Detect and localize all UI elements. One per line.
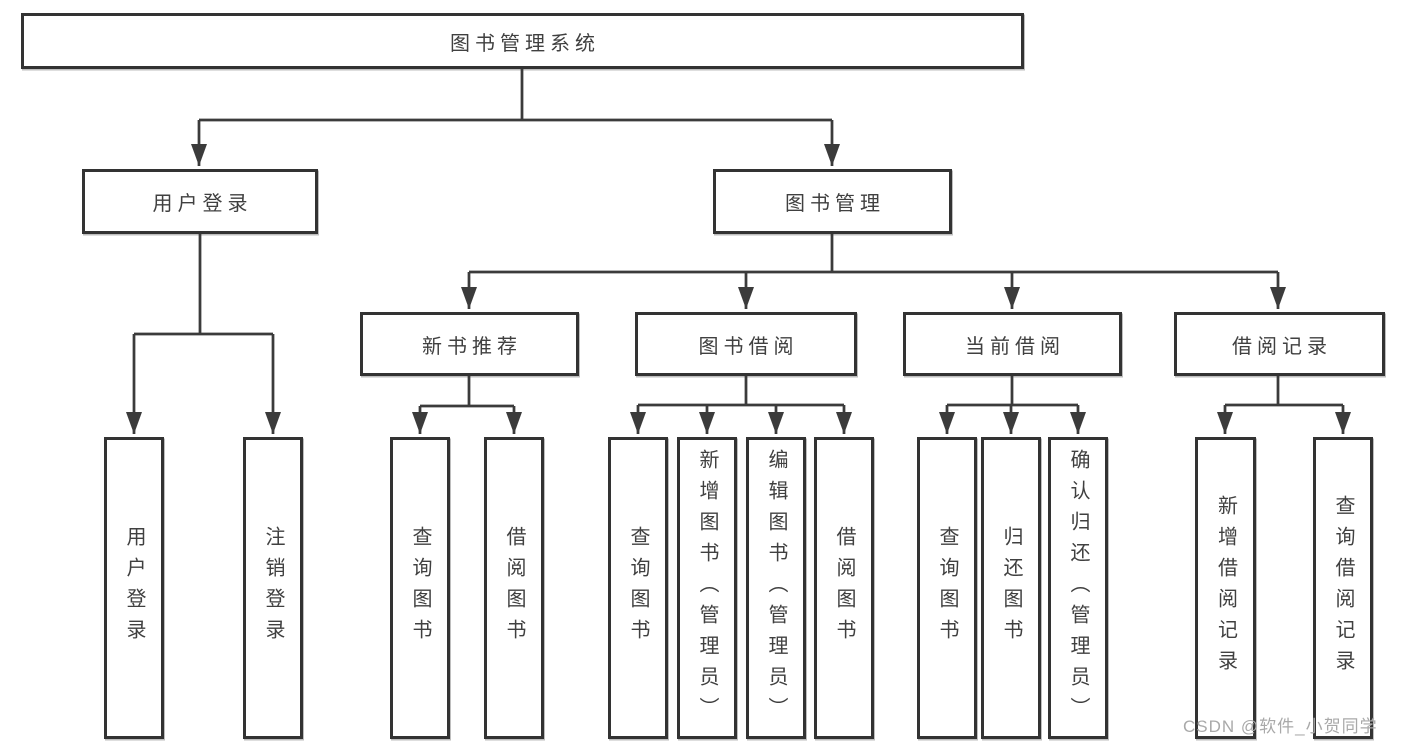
connector-trunk [469,234,1278,274]
node-leaf-logout: 注销登录 [243,437,303,739]
node-leaf-borrow-borrow: 借阅图书 [814,437,874,739]
node-label: 用户登录 [123,526,145,650]
node-leaf-records-add: 新增借阅记录 [1195,437,1256,739]
connector-trunk [638,376,844,407]
node-book-mgmt: 图书管理 [713,169,952,234]
node-leaf-borrow-add: 新增图书（管理员） [677,437,737,739]
node-leaf-current-confirm: 确认归还（管理员） [1048,437,1108,739]
node-new-books: 新书推荐 [360,312,579,376]
csdn-watermark: CSDN @软件_小贺同学 [1183,717,1378,736]
node-label: 图书借阅 [698,335,799,358]
node-label: 图书管理系统 [450,32,600,55]
node-label: 新增借阅记录 [1214,495,1237,681]
node-leaf-current-return: 归还图书 [981,437,1041,739]
node-borrow-records: 借阅记录 [1174,312,1385,376]
node-leaf-borrow-edit: 编辑图书（管理员） [746,437,806,739]
node-label: 查询借阅记录 [1332,495,1354,681]
connector-trunk [1225,376,1343,407]
node-leaf-newbooks-borrow: 借阅图书 [484,437,544,739]
connector-records-children [1217,376,1351,434]
node-label: 查询图书 [936,526,958,650]
node-label: 图书管理 [785,193,885,215]
node-label: 新书推荐 [422,335,522,358]
node-root-system: 图书管理系统 [21,13,1024,69]
node-leaf-newbooks-query: 查询图书 [390,437,450,739]
node-current-borrow: 当前借阅 [903,312,1122,376]
connector-current-children [939,376,1086,434]
connector-user-login-children [126,234,281,434]
node-book-borrow: 图书借阅 [635,312,857,376]
node-leaf-borrow-query: 查询图书 [608,437,668,739]
node-label: 借阅记录 [1232,335,1332,358]
connector-borrow-children [630,376,852,434]
node-label: 编辑图书（管理员） [765,448,787,728]
node-label: 确认归还（管理员） [1067,448,1089,728]
node-label: 借阅图书 [503,526,525,650]
node-label: 查询图书 [409,526,431,650]
node-label: 用户登录 [152,193,253,215]
node-label: 注销登录 [262,526,284,650]
node-label: 查询图书 [627,526,649,650]
node-label: 新增图书（管理员） [696,448,718,728]
node-leaf-current-query: 查询图书 [917,437,977,739]
node-leaf-login: 用户登录 [104,437,164,739]
connector-root-to-level2 [191,69,840,166]
node-label: 借阅图书 [833,526,855,650]
connector-trunk [420,376,514,408]
connector-book-mgmt-children [461,234,1286,309]
connector-trunk [947,376,1078,407]
node-user-login: 用户登录 [82,169,318,234]
node-label: 当前借阅 [965,335,1065,358]
node-leaf-records-query: 查询借阅记录 [1313,437,1373,739]
connector-trunk [199,69,832,122]
connector-new-books-children [412,376,522,434]
node-label: 归还图书 [1000,526,1022,650]
connector-trunk [134,234,273,336]
